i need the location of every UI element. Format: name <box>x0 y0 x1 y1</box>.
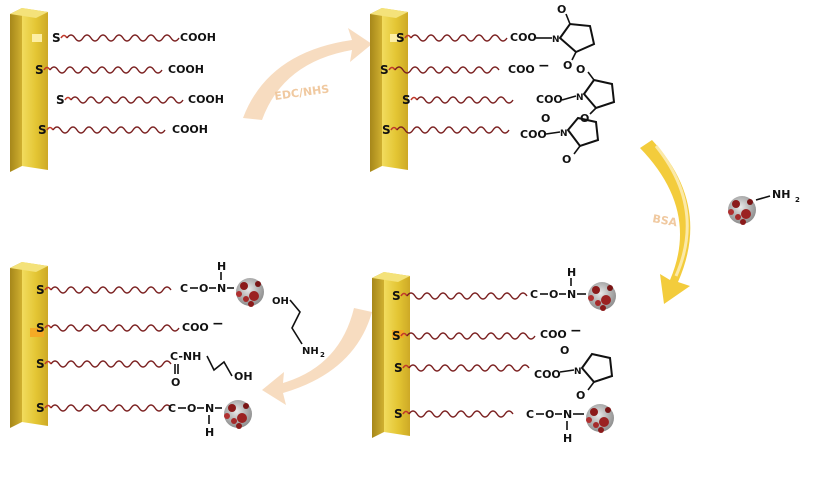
nhs-ring: N O O <box>536 3 596 72</box>
gold-substrate <box>372 272 410 438</box>
amide-oxygen: O <box>545 408 554 421</box>
carboxylate-group: COO <box>182 321 209 334</box>
amide-carbon: C <box>180 282 188 295</box>
carboxylate-group: COO <box>508 63 535 76</box>
ring-oxygen: O <box>576 63 585 76</box>
amide-carbon: C <box>526 408 534 421</box>
ester-link: COO <box>536 93 563 106</box>
ester-link: COO <box>534 368 561 381</box>
amide-nitrogen: N <box>205 402 214 415</box>
ring-nitrogen: N <box>576 93 584 103</box>
negative-charge: − <box>212 316 224 332</box>
carboxyl-group: COOH <box>188 93 224 106</box>
carboxyl-group: COOH <box>172 123 208 136</box>
amide-carbon: C <box>530 288 538 301</box>
amide-bond: C O N H <box>168 402 222 439</box>
arrow-edc-nhs: EDC/NHS <box>243 28 372 120</box>
amide-hydrogen: H <box>567 266 576 279</box>
ring-oxygen: O <box>541 112 550 125</box>
amide-oxygen: O <box>199 282 208 295</box>
nhs-ester-bottom: O COO N O <box>520 112 600 166</box>
amide-hydrogen: H <box>205 426 214 439</box>
protein-icon <box>728 196 756 225</box>
protein-icon <box>236 278 264 307</box>
nhs-ester-remaining: O COO N O <box>534 344 614 402</box>
carboxyl-group: COOH <box>168 63 204 76</box>
negative-charge: − <box>538 58 550 74</box>
amide-carbon: C <box>168 402 176 415</box>
sulfur-atom: S <box>382 123 391 137</box>
sulfur-atom: S <box>394 361 403 375</box>
amide-nitrogen: N <box>567 288 576 301</box>
amide-bond: C O N H <box>180 260 234 295</box>
ring-nitrogen: N <box>560 129 568 139</box>
amide-nh: C-NH <box>170 350 201 363</box>
sulfur-atom: S <box>36 401 45 415</box>
amide-bond: C O N H <box>526 408 584 445</box>
sulfur-atom: S <box>56 93 65 107</box>
amide-hydrogen: H <box>563 432 572 445</box>
hydroxyl-group: OH <box>234 370 253 383</box>
sulfur-atom: S <box>402 93 411 107</box>
nhs-ring: N O O <box>561 63 616 125</box>
amine-subscript: 2 <box>320 351 325 359</box>
ring-oxygen: O <box>563 59 572 72</box>
carboxyl-group: COOH <box>180 31 216 44</box>
sulfur-atom: S <box>394 407 403 421</box>
amine-group: NH <box>772 188 790 201</box>
hydroxyl-group: OH <box>272 296 289 307</box>
protein-icon <box>586 404 614 433</box>
ring-oxygen: O <box>557 3 566 16</box>
amide-oxygen: O <box>187 402 196 415</box>
sulfur-atom: S <box>392 289 401 303</box>
panel-blocked: S C O N H S COO − S <box>10 260 264 439</box>
sulfur-atom: S <box>380 63 389 77</box>
arrow-bsa: BSA <box>640 140 691 304</box>
sulfur-atom: S <box>36 283 45 297</box>
gold-substrate <box>10 8 48 172</box>
amide-hydrogen: H <box>217 260 226 273</box>
ester-link: COO <box>510 31 537 44</box>
arrow-label-bsa: BSA <box>651 212 678 229</box>
amide-nitrogen: N <box>563 408 572 421</box>
amide-bond: C O N H <box>530 266 586 301</box>
ring-nitrogen: N <box>574 367 582 377</box>
ring-oxygen: O <box>562 153 571 166</box>
sulfur-atom: S <box>392 329 401 343</box>
amine-subscript: 2 <box>795 196 800 204</box>
carboxylate-group: COO <box>540 328 567 341</box>
sulfur-atom: S <box>38 123 47 137</box>
sulfur-atom: S <box>52 31 61 45</box>
gold-substrate <box>10 262 48 428</box>
gold-substrate <box>370 8 408 172</box>
sulfur-atom: S <box>36 357 45 371</box>
sulfur-atom: S <box>36 321 45 335</box>
amide-oxygen: O <box>549 288 558 301</box>
ring-oxygen: O <box>576 389 585 402</box>
bsa-reagent: NH 2 <box>728 188 800 225</box>
ring-oxygen: O <box>560 344 569 357</box>
panel-bsa-bound: S C O N H S COO − S <box>372 266 616 445</box>
negative-charge: − <box>570 323 582 339</box>
ring-nitrogen: N <box>552 35 560 45</box>
ester-link: COO <box>520 128 547 141</box>
sulfur-atom: S <box>35 63 44 77</box>
sulfur-atom: S <box>396 31 405 45</box>
ethanolamine-amide: C-NH O OH <box>170 350 253 389</box>
ethanolamine-reagent: OH NH 2 <box>272 296 325 359</box>
carbonyl-oxygen: O <box>171 376 180 389</box>
arrow-ethanolamine <box>262 308 372 405</box>
amine-group: NH <box>302 346 319 357</box>
panel-thiol-cooh: S COOH S COOH S COOH S COOH <box>10 8 224 172</box>
protein-icon <box>224 400 252 429</box>
amide-nitrogen: N <box>217 282 226 295</box>
panel-nhs-ester: S COO N O O S COO − S COO N O <box>370 3 616 172</box>
protein-icon <box>588 282 616 311</box>
